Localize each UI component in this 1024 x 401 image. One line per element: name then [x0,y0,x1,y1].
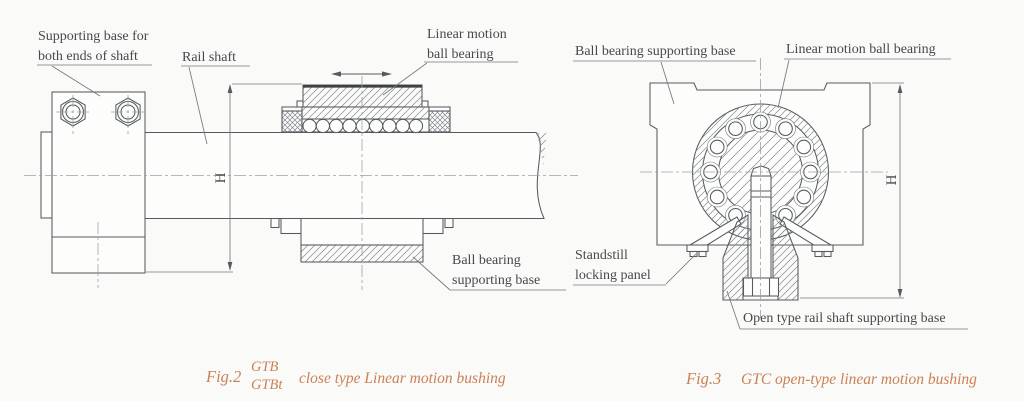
label-open-type-rail-shaft-supporting-base: Open type rail shaft supporting base [726,290,968,330]
label-text: both ends of shaft [38,49,138,64]
label-text: locking panel [575,268,651,283]
ball-row [302,118,424,134]
dim-h-label: H [884,174,900,185]
label-ball-bearing-supporting-base: Ball bearing supporting base [412,253,566,291]
fig2-caption-number: Fig.2 [205,367,241,386]
fig2-drawing: H Supporting base for both ends of shaft… [24,27,578,393]
label-ball-bearing-supporting-base: Ball bearing supporting base [573,44,756,105]
label-text: Ball bearing supporting base [575,44,736,59]
fig2-caption: Fig.2 GTB GTBt close type Linear motion … [205,359,506,393]
hex-bolt-icon [111,95,145,135]
label-text: Linear motion [427,27,507,42]
label-supporting-base: Supporting base for both ends of shaft [37,29,152,97]
label-linear-motion-ball-bearing: Linear motion ball bearing [382,27,518,96]
dimension-h-fig2: H [146,83,302,273]
label-text: ball bearing [427,47,493,62]
linear-motion-ball-bearing [281,71,451,134]
standstill-locking-panels [686,244,834,258]
fig2-caption-model-top: GTB [251,359,279,375]
label-linear-motion-ball-bearing: Linear motion ball bearing [777,42,951,109]
label-text: Standstill [575,248,628,263]
label-text: Rail shaft [182,50,236,65]
label-standstill-locking-panel: Standstill locking panel [573,248,697,286]
label-text: Supporting base for [38,29,149,44]
label-text: Open type rail shaft supporting base [743,311,946,326]
label-text: supporting base [452,273,540,288]
dim-h-label: H [213,172,229,183]
dimension-h-fig3: H [800,82,904,299]
hex-bolt-icon [56,95,90,135]
fig2-caption-desc: close type Linear motion bushing [299,370,506,387]
fig3-drawing: H Ball bearing supporting base Linear mo… [573,42,977,388]
fig3-caption-number: Fig.3 [685,369,721,388]
fig3-caption: Fig.3 GTC open-type linear motion bushin… [685,369,977,388]
fig3-caption-desc: GTC open-type linear motion bushing [741,371,977,388]
fig2-caption-model-bottom: GTBt [251,377,283,393]
label-text: Ball bearing [452,253,521,268]
clamp-bolt [742,165,780,297]
shaft-end-supporting-base [40,91,146,288]
label-rail-shaft: Rail shaft [181,50,250,145]
label-text: Linear motion ball bearing [786,42,936,57]
ball-ring [700,111,821,226]
